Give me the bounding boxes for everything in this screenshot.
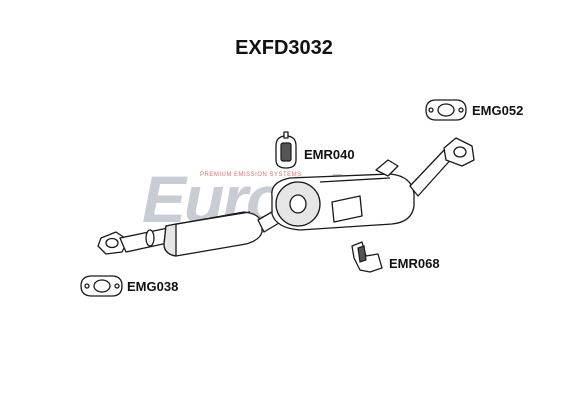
silencer-strap — [331, 195, 363, 223]
bracket-icon — [351, 241, 383, 273]
part-code: EMR068 — [389, 256, 440, 271]
silencer-hanger — [375, 159, 399, 177]
part-emg038: EMG038 — [80, 275, 178, 297]
part-emr068: EMR068 — [351, 241, 440, 273]
rubber-mount-icon — [275, 131, 297, 169]
part-code: EMR040 — [304, 147, 355, 162]
gasket-icon — [80, 275, 123, 297]
gasket-icon — [425, 99, 467, 121]
diagram-title: EXFD3032 — [235, 37, 333, 59]
part-code: EMG052 — [472, 103, 523, 118]
part-code: EMG038 — [127, 279, 178, 294]
part-emg052: EMG052 — [425, 99, 523, 121]
centre-silencer — [163, 211, 263, 257]
part-emr040: EMR040 — [275, 131, 355, 169]
rear-flange — [443, 137, 475, 167]
watermark-tagline: PREMIUM EMISSION SYSTEMS — [200, 172, 302, 178]
inlet-pipe — [119, 227, 173, 253]
